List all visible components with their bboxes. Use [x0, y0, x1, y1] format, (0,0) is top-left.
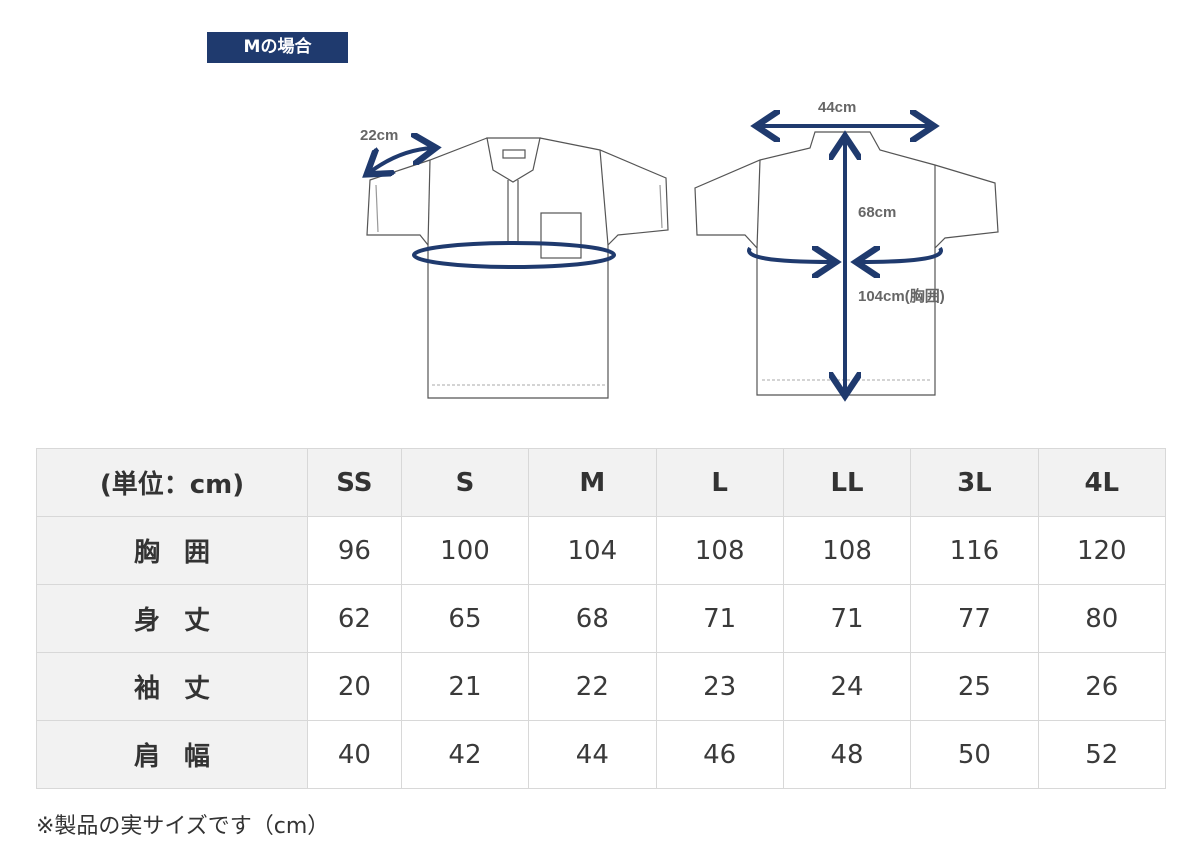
cell: 22 [528, 652, 657, 721]
size-header: M [528, 448, 657, 517]
cell: 65 [400, 584, 530, 653]
size-header: S [400, 448, 530, 517]
measure-arrows [370, 126, 944, 392]
row-label: 肩幅 [36, 720, 308, 789]
cell: 23 [655, 652, 784, 721]
size-header: LL [782, 448, 912, 517]
row-label: 胸囲 [36, 516, 308, 585]
chest-label: 104cm(胸囲) [858, 288, 945, 305]
size-header: L [655, 448, 784, 517]
sleeve-length-label: 22cm [360, 127, 399, 144]
size-header: 3L [910, 448, 1039, 517]
unit-header: (単位：cm) [36, 448, 308, 517]
table-header-row: (単位：cm) SS S M L LL 3L 4L [36, 448, 1167, 517]
cell: 44 [528, 720, 657, 789]
cell: 25 [910, 652, 1039, 721]
cell: 120 [1037, 516, 1167, 585]
cell: 42 [400, 720, 530, 789]
cell: 108 [655, 516, 784, 585]
cell: 40 [307, 720, 402, 789]
body-length-label: 68cm [858, 204, 897, 221]
cell: 62 [307, 584, 402, 653]
cell: 71 [782, 584, 912, 653]
size-header: SS [307, 448, 402, 517]
cell: 77 [910, 584, 1039, 653]
back-shirt [694, 131, 999, 396]
row-label: 身丈 [36, 584, 308, 653]
cell: 104 [528, 516, 657, 585]
shoulder-width-label: 44cm [818, 99, 857, 116]
cell: 71 [655, 584, 784, 653]
cell: 46 [655, 720, 784, 789]
front-shirt [366, 137, 669, 399]
cell: 96 [307, 516, 402, 585]
cell: 24 [782, 652, 912, 721]
row-label: 袖丈 [36, 652, 308, 721]
size-m-badge: Mの場合 [207, 32, 348, 63]
size-header: 4L [1037, 448, 1167, 517]
shirt-illustration [0, 0, 999, 440]
cell: 52 [1037, 720, 1167, 789]
cell: 80 [1037, 584, 1167, 653]
cell: 68 [528, 584, 657, 653]
cell: 48 [782, 720, 912, 789]
footnote: ※製品の実サイズです（cm） [36, 814, 330, 839]
cell: 26 [1037, 652, 1167, 721]
cell: 100 [400, 516, 530, 585]
cell: 20 [307, 652, 402, 721]
cell: 21 [400, 652, 530, 721]
cell: 50 [910, 720, 1039, 789]
cell: 116 [910, 516, 1039, 585]
cell: 108 [782, 516, 912, 585]
